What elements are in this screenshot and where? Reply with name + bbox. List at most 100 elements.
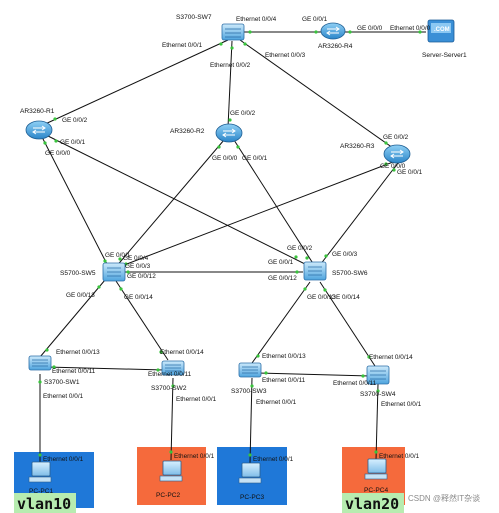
port-label: GE 0/0/2 xyxy=(230,110,256,117)
link-dot xyxy=(374,450,378,454)
port-label: Ethernet 0/0/1 xyxy=(174,453,215,460)
router-icon xyxy=(383,144,411,164)
link-dot xyxy=(392,168,396,172)
switch-sw1[interactable]: S3700-SW1 xyxy=(28,355,80,386)
port-label: GE 0/0/2 xyxy=(62,117,88,124)
port-label: GE 0/0/2 xyxy=(287,245,313,252)
port-label: GE 0/0/1 xyxy=(105,252,131,259)
link-dot xyxy=(323,288,327,292)
port-label: GE 0/0/2 xyxy=(383,134,409,141)
link-r2-sw6 xyxy=(233,139,315,266)
router-r3[interactable]: AR3260-R3 xyxy=(340,143,411,164)
link-dot xyxy=(250,384,254,388)
device-label-sw1: S3700-SW1 xyxy=(44,379,80,386)
pc-pc3[interactable]: PC-PC3 xyxy=(238,462,265,501)
link-dot xyxy=(38,453,42,457)
port-labels: Ethernet 0/0/4 Ethernet 0/0/1 Ethernet 0… xyxy=(43,16,431,463)
device-label-r4: AR3260-R4 xyxy=(318,43,353,50)
port-label: Ethernet 0/0/1 xyxy=(176,396,217,403)
port-label: GE 0/0/1 xyxy=(242,155,268,162)
router-icon xyxy=(25,120,53,140)
link-r3-sw5 xyxy=(118,161,394,268)
pc-pc2[interactable]: PC-PC2 xyxy=(156,460,183,499)
link-dot xyxy=(294,255,298,259)
switch-sw3[interactable]: S3700-SW3 xyxy=(231,362,267,395)
device-label-pc1: PC-PC1 xyxy=(29,488,54,495)
link-dot xyxy=(171,384,175,388)
link-r2-sw5 xyxy=(114,139,225,269)
link-dot xyxy=(52,365,56,369)
server-badge: .COM xyxy=(434,27,450,33)
link-sw5-sw1 xyxy=(39,279,106,358)
link-dots xyxy=(38,30,422,457)
router-r1[interactable]: AR3260-R1 xyxy=(20,108,55,140)
port-label: GE 0/0/14 xyxy=(124,294,153,301)
port-label: Ethernet 0/0/11 xyxy=(148,371,192,378)
link-sw6-sw4 xyxy=(319,281,376,367)
port-label: GE 0/0/14 xyxy=(331,294,360,301)
port-label: GE 0/0/3 xyxy=(332,251,358,258)
router-icon xyxy=(320,22,346,40)
vlan20-label: vlan20 xyxy=(345,495,399,513)
link-dot xyxy=(324,254,328,258)
link-sw3-sw4 xyxy=(257,372,371,377)
port-label: GE 0/0/0 xyxy=(357,25,383,32)
link-dot xyxy=(103,259,107,263)
link-sw5-sw2 xyxy=(115,280,169,361)
port-label: Ethernet 0/0/2 xyxy=(210,62,251,69)
pc-monitor-icon xyxy=(241,462,261,478)
link-dot xyxy=(248,453,252,457)
switch-sw7[interactable]: S3700-SW7 xyxy=(176,14,245,41)
link-dot xyxy=(169,450,173,454)
pc-monitor-icon xyxy=(367,458,387,474)
pc-pc1[interactable]: PC-PC1 xyxy=(28,461,54,495)
link-dot xyxy=(384,162,388,166)
switch-icon xyxy=(221,23,245,41)
switch-sw2[interactable]: S3700-SW2 xyxy=(151,360,187,392)
link-dot xyxy=(384,141,388,145)
link-r1-sw5 xyxy=(41,136,111,271)
link-dot xyxy=(53,117,57,121)
port-label: GE 0/0/3 xyxy=(125,263,151,270)
link-sw4-pc4 xyxy=(375,383,379,461)
switch-sw6[interactable]: S5700-SW6 xyxy=(303,261,368,281)
port-label: GE 0/0/1 xyxy=(302,16,328,23)
switch-sw4[interactable]: S3700-SW4 xyxy=(360,365,396,398)
port-label: Ethernet 0/0/1 xyxy=(253,456,294,463)
pc-pc4[interactable]: PC-PC4 xyxy=(364,458,389,494)
device-label-sw4: S3700-SW4 xyxy=(360,391,396,398)
link-dot xyxy=(376,389,380,393)
port-label: Ethernet 0/0/1 xyxy=(256,399,297,406)
router-r4[interactable]: AR3260-R4 xyxy=(318,22,353,50)
port-label: GE 0/0/4 xyxy=(123,255,149,262)
link-dot xyxy=(45,348,49,352)
link-dot xyxy=(219,42,223,46)
pc-monitor-icon xyxy=(162,460,182,476)
link-dot xyxy=(236,145,240,149)
port-label: GE 0/0/1 xyxy=(268,259,294,266)
router-r2[interactable]: AR3260-R2 xyxy=(170,123,243,143)
link-dot xyxy=(303,287,307,291)
port-label: Ethernet 0/0/1 xyxy=(162,42,203,49)
port-label: Ethernet 0/0/1 xyxy=(43,456,84,463)
link-dot xyxy=(119,287,123,291)
port-label: Ethernet 0/0/11 xyxy=(262,377,306,384)
port-label: Ethernet 0/0/4 xyxy=(236,16,277,23)
link-dot xyxy=(126,270,130,274)
link-dot xyxy=(367,355,371,359)
server-server1[interactable]: .COM Server-Server1 xyxy=(422,19,467,59)
device-label-pc3: PC-PC3 xyxy=(240,494,265,501)
links xyxy=(39,31,426,465)
port-label: GE 0/0/0 xyxy=(212,155,238,162)
link-dot xyxy=(264,371,268,375)
device-label-pc2: PC-PC2 xyxy=(156,492,181,499)
link-sw6-sw3 xyxy=(251,281,311,364)
port-label: Ethernet 0/0/11 xyxy=(333,380,377,387)
port-label: Ethernet 0/0/13 xyxy=(56,349,100,356)
device-label-r3: AR3260-R3 xyxy=(340,143,375,150)
port-label: GE 0/0/1 xyxy=(60,139,86,146)
port-label: Ethernet 0/0/13 xyxy=(262,353,306,360)
port-label: GE 0/0/13 xyxy=(66,292,95,299)
switch-sw5[interactable]: S5700-SW5 xyxy=(60,262,126,282)
link-dot xyxy=(305,256,309,260)
